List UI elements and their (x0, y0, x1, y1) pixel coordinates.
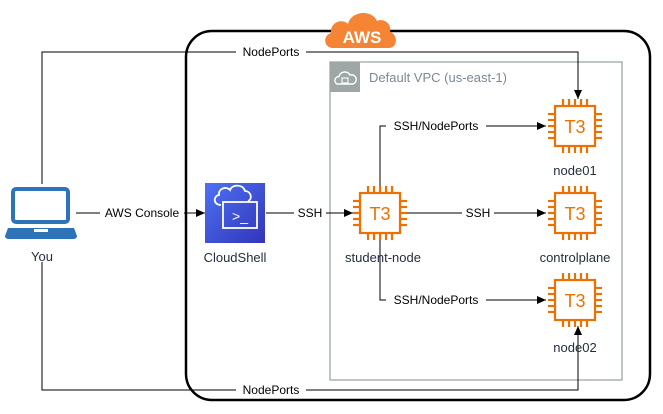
edge-ssh-nodeports-node01 (379, 122, 546, 186)
node01: T3 node01 (546, 97, 604, 178)
node01-label: node01 (553, 163, 596, 178)
you-node: You (5, 187, 77, 264)
edge-bottom-nodeports (41, 262, 582, 391)
edge-ssh-nodeports-node02 (379, 240, 546, 304)
cloudshell-node: >_ CloudShell (204, 183, 267, 265)
controlplane-label: controlplane (540, 250, 611, 265)
node02: T3 node02 (546, 271, 604, 355)
cloudshell-label: CloudShell (204, 250, 267, 265)
student-node-label: student-node (345, 250, 421, 265)
edge-label-aws-console: AWS Console (105, 206, 180, 220)
node02-label: node02 (553, 340, 596, 355)
cloudshell-icon (205, 183, 265, 243)
vpc-group: Default VPC (us-east-1) (329, 61, 623, 381)
edge-label-ssh-controlplane: SSH (466, 206, 491, 220)
svg-text:T3: T3 (564, 291, 585, 311)
ec2-t3-icon: T3 (546, 97, 604, 155)
ec2-t3-icon: T3 (546, 184, 604, 242)
you-label: You (31, 249, 53, 264)
vpc-label: Default VPC (us-east-1) (369, 70, 507, 85)
ec2-t3-icon: T3 (351, 184, 409, 242)
aws-cloud-group (184, 29, 652, 402)
controlplane-node: T3 controlplane (540, 184, 611, 265)
svg-text:T3: T3 (564, 117, 585, 137)
svg-text:T3: T3 (369, 204, 390, 224)
edge-label-ssh-nodeports-node02: SSH/NodePorts (394, 293, 479, 307)
student-node: T3 student-node (345, 184, 421, 265)
ec2-t3-icon: T3 (546, 271, 604, 329)
edge-label-ssh-nodeports-node01: SSH/NodePorts (394, 119, 479, 133)
aws-cloud-icon: AWS (325, 13, 396, 49)
edge-top-nodeports (41, 51, 582, 184)
svg-text:T3: T3 (564, 204, 585, 224)
edge-label-top-nodeports: NodePorts (243, 45, 300, 59)
edge-label-bottom-nodeports: NodePorts (243, 383, 300, 397)
aws-label: AWS (343, 28, 382, 47)
edge-label-ssh-student: SSH (298, 206, 323, 220)
terminal-prompt: >_ (232, 208, 248, 224)
laptop-icon (5, 187, 77, 239)
